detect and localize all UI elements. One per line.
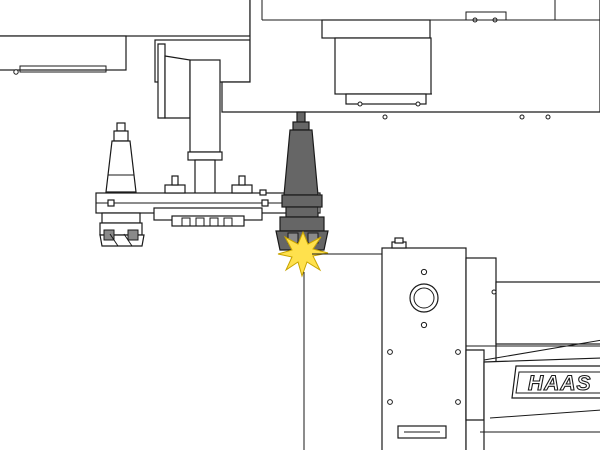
side-cover-panel [465,257,600,450]
brand-logo-plate: HAAS [511,365,600,399]
brand-logo-text: HAAS [528,372,592,395]
machine-column-frame [173,0,600,120]
tool-holder-left [99,122,145,247]
tool-carousel-plate [95,175,321,227]
collision-spark-icon [277,230,329,278]
vise-block [312,237,467,450]
tool-holder-right-highlighted [275,111,329,251]
tool-changer-bracket [157,43,223,195]
